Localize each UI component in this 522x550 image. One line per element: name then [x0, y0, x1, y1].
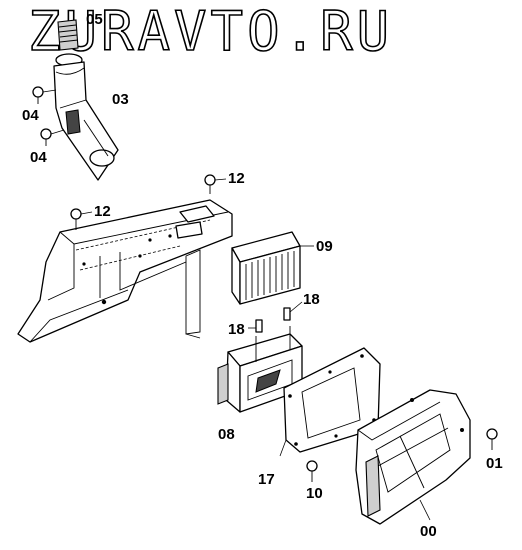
part-12-screw-b	[70, 208, 93, 230]
part-09-filter	[231, 231, 314, 305]
part-18-pin-b	[283, 301, 303, 321]
label-04-top: 04	[22, 107, 39, 124]
label-12-top: 12	[228, 170, 245, 187]
label-03: 03	[112, 91, 129, 108]
part-05-clamp	[55, 19, 83, 67]
part-04-screw-b	[40, 128, 65, 146]
label-05: 05	[86, 11, 103, 28]
watermark: ZURAVTO.RU	[27, 0, 394, 63]
label-08: 08	[218, 426, 235, 443]
main-frame-bracket	[17, 199, 233, 343]
label-18-left: 18	[228, 321, 245, 338]
label-09: 09	[316, 238, 333, 255]
label-18-right: 18	[303, 291, 320, 308]
label-01: 01	[486, 455, 503, 472]
part-01-screw	[486, 428, 498, 450]
part-03-duct	[53, 61, 119, 181]
part-00-cover	[355, 389, 471, 525]
part-04-screw-a	[32, 86, 57, 104]
part-18-pin-a	[248, 319, 263, 333]
label-12-left: 12	[94, 203, 111, 220]
label-04-bottom: 04	[30, 149, 47, 166]
part-08-housing	[217, 326, 303, 413]
part-17-gasket	[279, 347, 381, 457]
part-12-screw-a	[204, 174, 227, 194]
label-17: 17	[258, 471, 275, 488]
part-10-screw	[306, 460, 318, 482]
label-10: 10	[306, 485, 323, 502]
label-00: 00	[420, 523, 437, 540]
